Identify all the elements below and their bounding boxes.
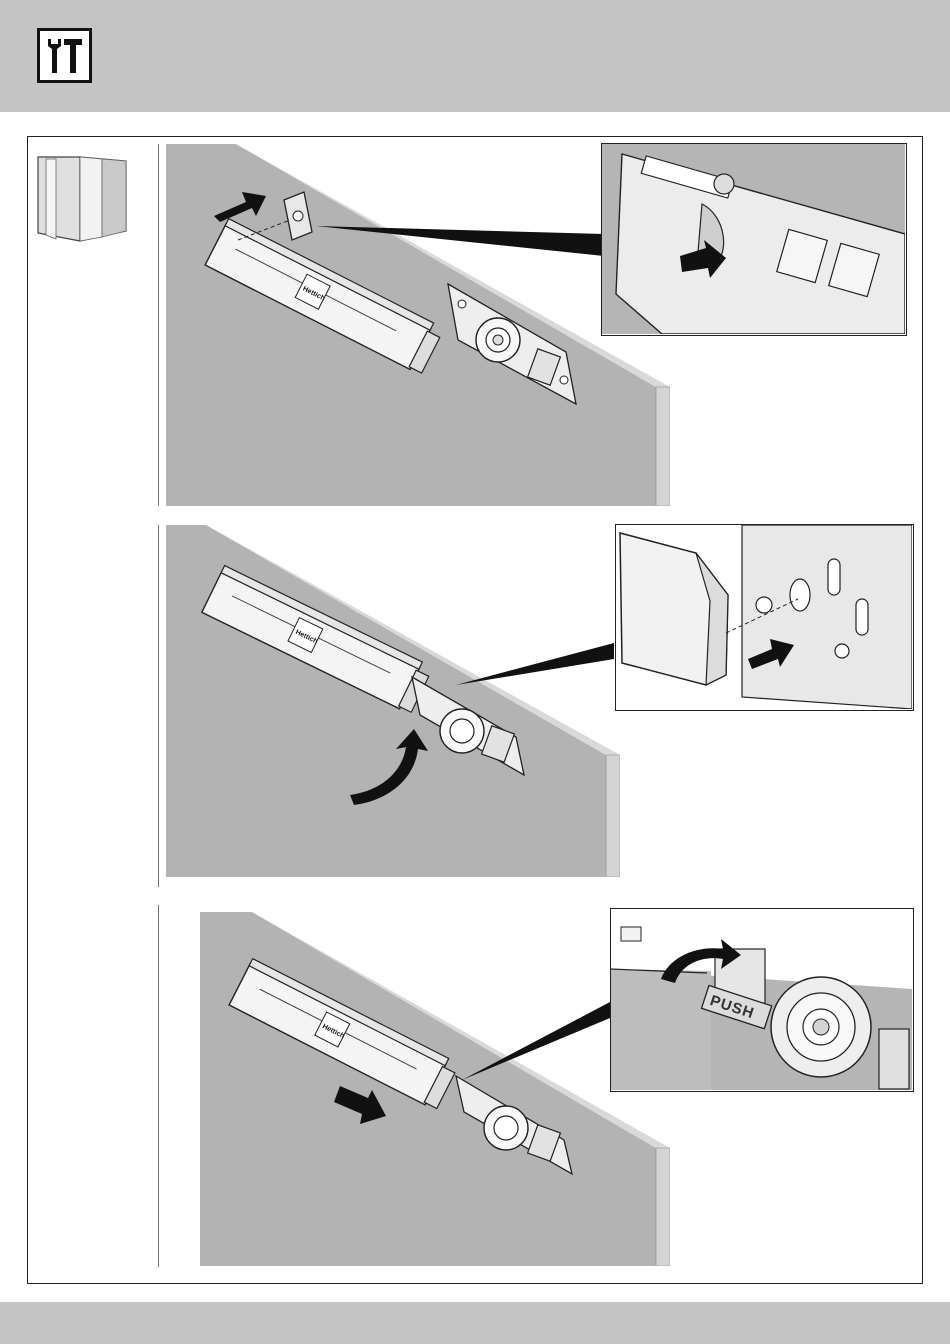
header-band [0, 0, 950, 112]
footer-band [0, 1302, 950, 1344]
step-3-illustration: Hettich [200, 912, 670, 1266]
step-1-detail [601, 143, 907, 336]
step-divider-2 [158, 525, 159, 887]
step-2-detail [615, 524, 914, 711]
step-divider-1 [158, 144, 159, 506]
step-divider-3 [158, 905, 159, 1267]
step-1-illustration: Hettich [166, 144, 670, 506]
wardrobe-icon [36, 153, 128, 245]
step-2-illustration: Hettich [166, 525, 620, 877]
tools-icon [37, 28, 92, 83]
step-3-detail: PUSH [610, 908, 914, 1092]
